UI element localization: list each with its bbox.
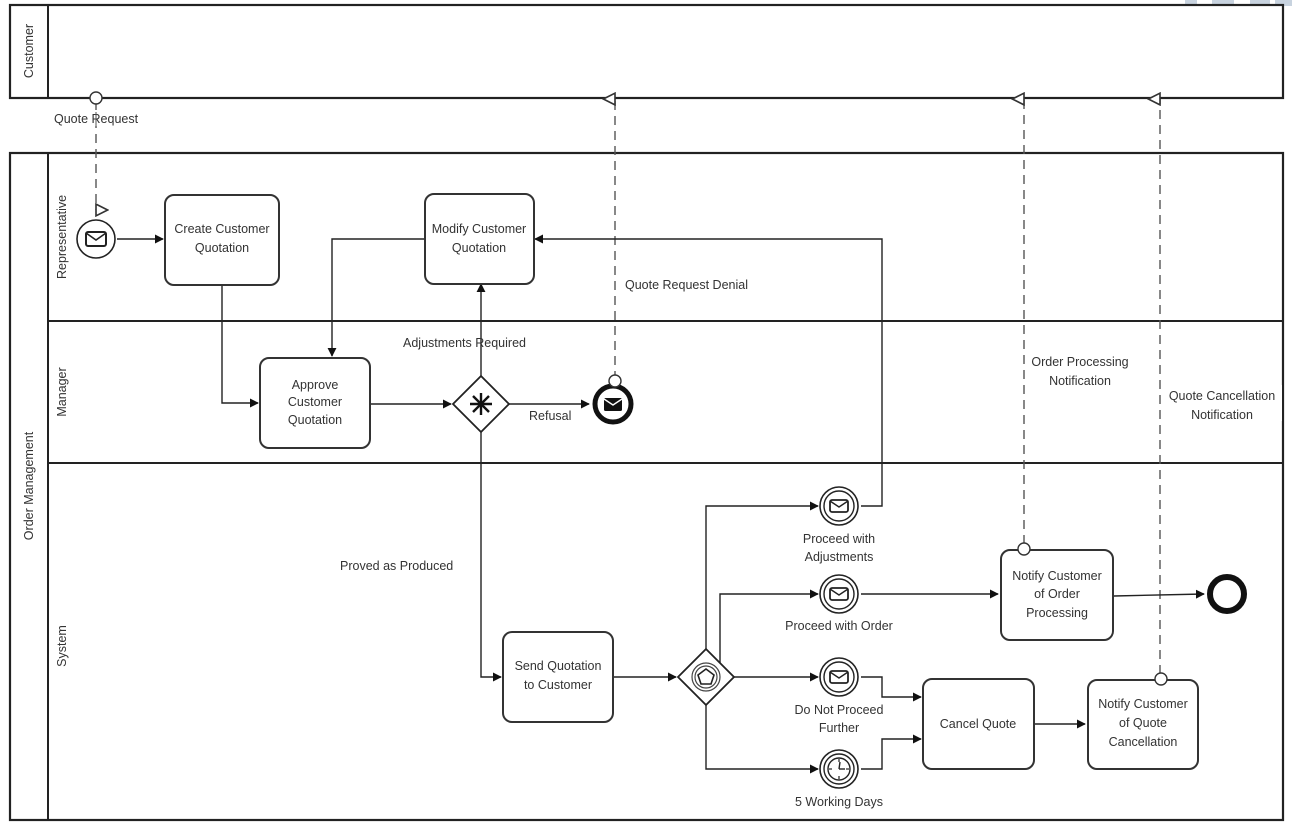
event-proceed-with-order[interactable]: Proceed with Order	[785, 574, 893, 633]
event-label: Adjustments	[805, 550, 874, 564]
task-label: Send Quotation	[515, 659, 602, 673]
start-event-quote-request[interactable]	[76, 219, 116, 259]
task-cancel-quote[interactable]: Cancel Quote	[922, 678, 1035, 770]
end-event[interactable]	[1207, 574, 1247, 614]
flow-to-timer[interactable]	[705, 704, 819, 774]
clock-icon	[827, 757, 851, 781]
event-label: 5 Working Days	[795, 795, 883, 809]
lane-manager[interactable]: Manager	[55, 367, 69, 416]
flow-to-proceed-order[interactable]	[719, 589, 819, 663]
envelope-icon	[829, 670, 849, 684]
flow-do-not-proceed-to-cancel[interactable]	[861, 676, 922, 702]
event-label: Do Not Proceed	[795, 703, 884, 717]
task-label: Quotation	[288, 413, 342, 427]
event-do-not-proceed-further[interactable]: Do Not Proceed Further	[795, 657, 884, 735]
label-proved-as-produced: Proved as Produced	[340, 559, 453, 573]
watermark	[1185, 0, 1292, 6]
event-timer-5-working-days[interactable]: 5 Working Days	[795, 749, 883, 809]
task-notify-customer-quote-cancellation[interactable]: Notify Customer of Quote Cancellation	[1087, 672, 1199, 770]
pool-order-management[interactable]: Order Management	[8, 151, 1285, 822]
task-label: Cancellation	[1109, 735, 1178, 749]
flow-timer-to-cancel[interactable]	[861, 734, 922, 770]
envelope-icon	[829, 499, 849, 513]
gateway-event-based[interactable]	[676, 647, 736, 707]
flow-proved-as-produced[interactable]	[480, 431, 502, 682]
task-label: Customer	[288, 395, 342, 409]
task-label: Modify Customer	[432, 222, 526, 236]
message-flow-source-marker	[608, 374, 622, 388]
task-send-quotation-to-customer[interactable]: Send Quotation to Customer	[502, 631, 614, 723]
lane-system-label: System	[55, 625, 69, 667]
task-label: of Order	[1034, 587, 1080, 601]
task-label: Quotation	[195, 241, 249, 255]
task-label: Quotation	[452, 241, 506, 255]
label-refusal: Refusal	[529, 409, 571, 423]
event-label: Proceed with Order	[785, 619, 893, 633]
pool-customer[interactable]: Customer	[8, 3, 1285, 100]
event-label: Further	[819, 721, 859, 735]
asterisk-icon	[470, 393, 492, 415]
flow-modify-to-approve[interactable]	[327, 238, 424, 357]
flow-create-to-approve[interactable]	[221, 285, 259, 408]
message-flow-quote-cancellation-notification[interactable]: Quote Cancellation Notification	[1160, 99, 1282, 674]
envelope-icon	[85, 231, 107, 247]
lane-representative-label: Representative	[55, 195, 69, 279]
flow-to-proceed-adjustments[interactable]	[705, 501, 819, 650]
task-label: Approve	[292, 378, 339, 392]
message-flow-order-processing-notification[interactable]: Order Processing Notification	[1024, 99, 1138, 544]
task-create-customer-quotation[interactable]: Create Customer Quotation	[164, 194, 280, 286]
message-flow-quote-request-denial-label: Quote Request Denial	[625, 278, 748, 292]
pool-customer-label: Customer	[22, 24, 36, 78]
envelope-filled-icon	[603, 398, 623, 411]
lane-manager-label: Manager	[55, 367, 69, 416]
task-modify-customer-quotation[interactable]: Modify Customer Quotation	[424, 193, 535, 285]
label-adjustments-required: Adjustments Required	[403, 336, 526, 350]
lane-representative[interactable]: Representative	[55, 195, 69, 279]
task-label: Create Customer	[174, 222, 269, 236]
task-label: Cancel Quote	[940, 717, 1016, 731]
event-proceed-with-adjustments[interactable]: Proceed with Adjustments	[803, 486, 875, 564]
message-flow-quote-cancellation-label-1: Quote Cancellation	[1169, 389, 1275, 403]
flow-notify-to-end[interactable]	[1113, 589, 1205, 599]
pool-order-management-label: Order Management	[22, 431, 36, 540]
task-label: Notify Customer	[1098, 697, 1188, 711]
message-flow-source-marker	[1154, 672, 1168, 686]
gateway-complex[interactable]	[451, 374, 511, 434]
message-flow-order-processing-label-2: Notification	[1049, 374, 1111, 388]
task-approve-customer-quotation[interactable]: Approve Customer Quotation	[259, 357, 371, 449]
flow-proceed-adjustments-to-modify[interactable]	[534, 234, 883, 507]
end-event-refusal[interactable]	[592, 374, 634, 425]
pentagon-icon	[697, 668, 715, 685]
message-flow-order-processing-label-1: Order Processing	[1031, 355, 1128, 369]
message-flow-quote-cancellation-label-2: Notification	[1191, 408, 1253, 422]
envelope-icon	[829, 587, 849, 601]
message-flow-quote-request[interactable]: Quote Request	[52, 91, 150, 210]
task-notify-customer-order-processing[interactable]: Notify Customer of Order Processing	[1000, 542, 1114, 641]
task-label: of Quote	[1119, 716, 1167, 730]
task-label: to Customer	[524, 678, 592, 692]
message-flow-source-marker	[1017, 542, 1031, 556]
lane-system[interactable]: System	[55, 625, 69, 667]
event-label: Proceed with	[803, 532, 875, 546]
task-label: Notify Customer	[1012, 569, 1102, 583]
task-label: Processing	[1026, 606, 1088, 620]
